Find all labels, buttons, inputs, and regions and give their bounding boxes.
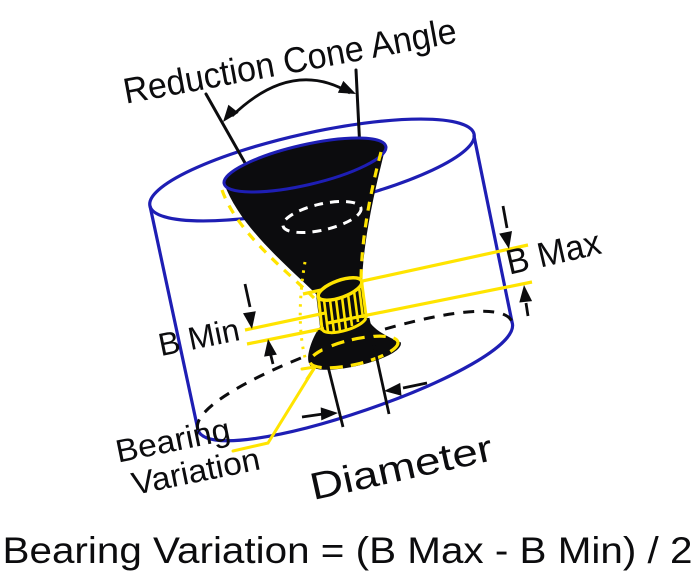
bearing-bottom-rim-arc xyxy=(320,314,368,335)
bearing-cylinder xyxy=(308,276,400,370)
b-min-top-line xyxy=(244,311,327,332)
leader-line xyxy=(231,365,317,453)
reduction-cone xyxy=(220,136,401,370)
bearing-variation-formula: Bearing Variation = (B Max - B Min) / 2 xyxy=(3,530,693,571)
bearing-top-rim-ellipse xyxy=(316,276,364,302)
b-max-dimension-arrows xyxy=(499,205,533,317)
bearing-right-edge xyxy=(360,280,368,316)
b-min-label: B Min xyxy=(155,311,243,363)
reduction-cone-angle-label: Reduction Cone Angle xyxy=(120,10,460,112)
b-max-arrow-stem-bottom xyxy=(524,302,530,317)
angle-arrowhead-right-icon xyxy=(337,80,356,94)
bearing-variation-leader xyxy=(231,365,317,453)
cylinder-right-edge xyxy=(472,134,514,324)
angle-arc xyxy=(231,78,351,118)
exit-cone-dashed-ellipse xyxy=(308,334,400,370)
cone-section-dashed-ellipse xyxy=(281,199,363,235)
diameter-arrow-stem-right xyxy=(402,381,428,390)
b-min-dimension-arrows xyxy=(243,283,277,365)
cylinder-bottom-front-arc xyxy=(196,320,514,443)
b-min-arrow-stem-top xyxy=(243,283,252,308)
diameter-dimension xyxy=(301,317,428,428)
diameter-extension-line-right xyxy=(366,317,391,415)
b-min-bottom-line xyxy=(246,326,325,346)
cone-mouth-rim-ellipse xyxy=(222,136,388,194)
diameter-extension-line-left xyxy=(317,329,345,428)
cone-left-dashed-profile xyxy=(220,189,316,300)
angle-arrowhead-left-icon xyxy=(223,104,239,122)
cylinder-left-edge xyxy=(148,204,200,432)
cone-hidden-dotted-profile xyxy=(298,261,308,362)
leader-open-arrowhead-icon xyxy=(300,365,317,381)
diameter-label: Diameter xyxy=(306,428,497,509)
b-min-arrowhead-bottom-icon xyxy=(264,339,277,357)
b-min-arrowhead-top-icon xyxy=(243,311,256,329)
cylinder-bottom-hidden-arc xyxy=(196,309,514,431)
cone-right-dashed-profile xyxy=(359,151,383,285)
b-max-label: B Max xyxy=(502,223,605,283)
b-max-arrowhead-top-icon xyxy=(499,231,512,249)
angle-extension-line-left xyxy=(204,92,251,172)
bearing-left-edge xyxy=(316,296,324,329)
diameter-arrowhead-right-icon xyxy=(384,382,402,396)
cone-angle-dimension xyxy=(204,68,362,172)
diameter-arrowhead-left-icon xyxy=(320,407,338,421)
bearing-hatch-lines xyxy=(322,286,365,333)
diameter-arrow-stem-left xyxy=(301,412,324,419)
b-max-arrowhead-bottom-icon xyxy=(519,285,533,303)
b-max-arrow-stem-top xyxy=(501,205,509,229)
